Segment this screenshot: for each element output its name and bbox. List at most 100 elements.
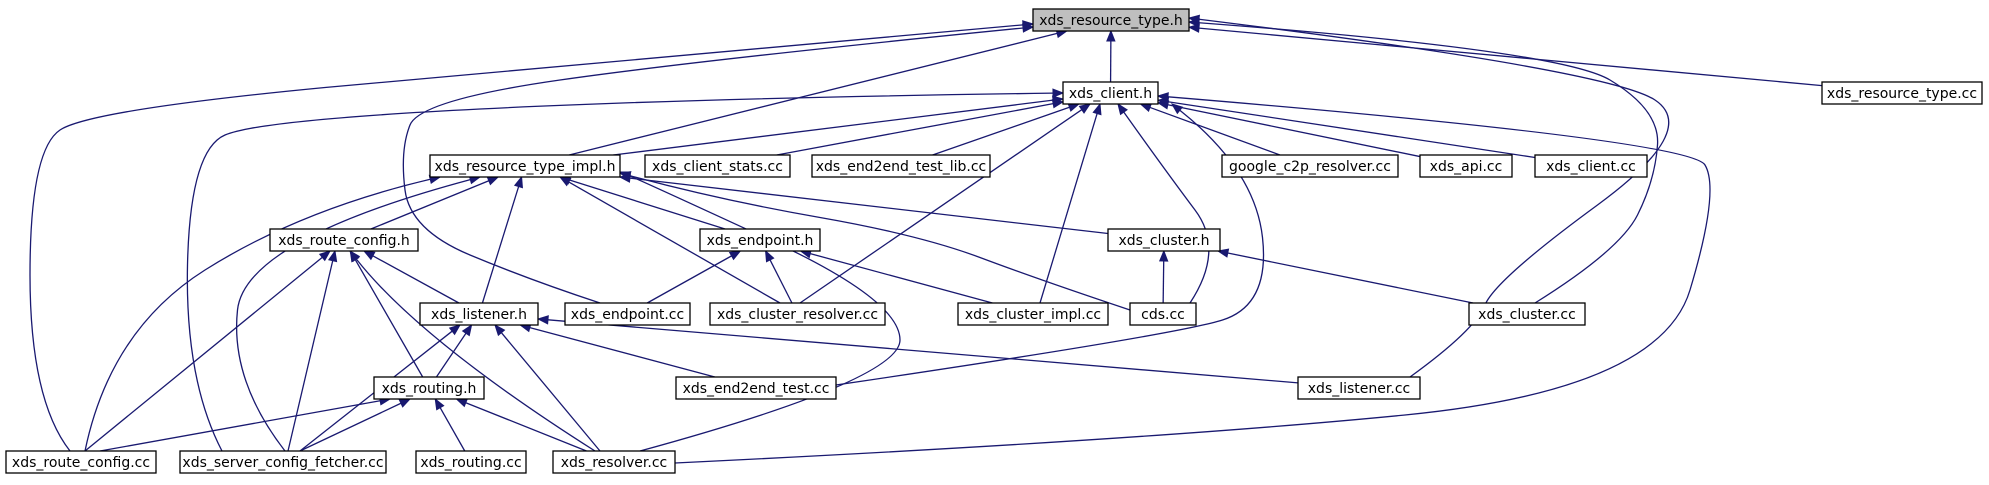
node-box xyxy=(1129,302,1197,326)
node-xds-listener-h[interactable]: xds_listener.h xyxy=(419,302,539,326)
arrowhead-icon xyxy=(486,176,500,186)
edge-line xyxy=(1167,101,1536,159)
arrowhead-icon xyxy=(536,315,549,325)
edge-line xyxy=(186,92,1054,452)
node-label: xds_end2end_test_lib.cc xyxy=(816,159,987,175)
node-xds-cluster-resolver-cc[interactable]: xds_cluster_resolver.cc xyxy=(709,302,886,326)
edge-xds_end2end_test_cc-to-xds_client_h xyxy=(835,103,1265,386)
node-xds-end2end-test-cc[interactable]: xds_end2end_test.cc xyxy=(675,376,837,400)
node-xds-endpoint-cc[interactable]: xds_endpoint.cc xyxy=(564,302,691,326)
arrowhead-icon xyxy=(1187,14,1201,24)
edge-line xyxy=(568,181,781,304)
edge-google_c2p_resolver_cc-to-xds_client_h xyxy=(1139,103,1281,156)
node-xds-resource-type-impl-h[interactable]: xds_resource_type_impl.h xyxy=(429,154,621,178)
edge-xds_server_config_fetcher_cc-to-xds_routing_h xyxy=(299,398,412,452)
edge-line xyxy=(1227,252,1474,304)
edge-xds_cluster_cc-to-xds_cluster_h xyxy=(1216,248,1474,304)
node-box xyxy=(675,376,837,400)
edge-xds_server_config_fetcher_cc-to-xds_route_config_h xyxy=(287,249,338,452)
node-xds-end2end-test-lib-cc[interactable]: xds_end2end_test_lib.cc xyxy=(811,154,991,178)
node-box xyxy=(1221,154,1399,178)
arrowhead-icon xyxy=(618,171,632,181)
node-label: xds_endpoint.cc xyxy=(571,307,684,323)
node-label: xds_client.h xyxy=(1069,86,1152,102)
edge-xds_client_cc-to-xds_client_h xyxy=(1156,97,1536,159)
edge-xds_client_stats_cc-to-xds_client_h xyxy=(776,99,1065,156)
edge-xds_cluster_impl_cc-to-xds_client_h xyxy=(1039,102,1102,304)
edge-line xyxy=(1162,260,1165,304)
node-box xyxy=(564,302,691,326)
arrowhead-icon xyxy=(461,323,473,337)
node-label: xds_server_config_fetcher.cc xyxy=(182,455,383,471)
edge-line xyxy=(629,177,1109,235)
node-box xyxy=(269,228,419,252)
edge-line xyxy=(287,260,334,452)
edge-line xyxy=(354,259,424,378)
edge-cds_cc-to-xds_resource_type_impl_h xyxy=(618,171,1131,311)
edge-line xyxy=(481,186,520,304)
node-xds-resource-type-cc[interactable]: xds_resource_type.cc xyxy=(1821,81,1983,105)
edge-line xyxy=(810,252,993,304)
node-xds-resolver-cc[interactable]: xds_resolver.cc xyxy=(552,450,676,474)
edge-xds_routing_cc-to-xds_routing_h xyxy=(434,397,466,452)
edge-line xyxy=(569,179,726,230)
edge-line xyxy=(402,27,1024,304)
node-label: xds_listener.cc xyxy=(1308,381,1410,397)
node-label: xds_resource_type_impl.h xyxy=(435,159,616,175)
node-xds-resource-type-h[interactable]: xds_resource_type.h xyxy=(1032,8,1190,32)
node-box xyxy=(709,302,886,326)
edge-xds_route_config_cc-to-xds_route_config_h xyxy=(84,250,332,452)
edge-cds_cc-to-xds_cluster_h xyxy=(1158,249,1169,304)
node-cds-cc[interactable]: cds.cc xyxy=(1129,302,1197,326)
node-xds-endpoint-h[interactable]: xds_endpoint.h xyxy=(699,228,821,252)
node-xds-route-config-h[interactable]: xds_route_config.h xyxy=(269,228,419,252)
node-xds-client-stats-cc[interactable]: xds_client_stats.cc xyxy=(644,154,791,178)
node-label: xds_cluster.h xyxy=(1118,233,1209,249)
arrowhead-icon xyxy=(1156,92,1169,102)
node-box xyxy=(419,302,539,326)
node-label: xds_client_stats.cc xyxy=(652,159,783,175)
node-box xyxy=(699,228,821,252)
arrowhead-icon xyxy=(494,323,506,337)
arrowhead-icon xyxy=(318,250,332,262)
edge-xds_api_cc-to-xds_client_h xyxy=(1156,100,1421,158)
node-xds-routing-cc[interactable]: xds_routing.cc xyxy=(415,450,527,474)
edge-xds_resolver_cc-to-xds_client_h xyxy=(674,92,1711,464)
node-xds-api-cc[interactable]: xds_api.cc xyxy=(1419,154,1513,178)
node-label: xds_route_config.cc xyxy=(12,455,150,471)
node-box xyxy=(5,450,157,474)
node-xds-routing-h[interactable]: xds_routing.h xyxy=(373,376,485,400)
node-xds-cluster-impl-cc[interactable]: xds_cluster_impl.cc xyxy=(957,302,1109,326)
node-google-c2p-resolver-cc[interactable]: google_c2p_resolver.cc xyxy=(1221,154,1399,178)
edge-xds_cluster_impl_cc-to-xds_endpoint_h xyxy=(799,249,993,304)
node-box xyxy=(373,376,485,400)
edge-xds_listener_h-to-xds_route_config_h xyxy=(362,250,460,304)
edge-xds_route_config_cc-to-xds_routing_h xyxy=(99,396,392,452)
node-box xyxy=(1419,154,1513,178)
edge-line xyxy=(529,326,715,378)
arrowhead-icon xyxy=(513,175,523,189)
node-xds-cluster-h[interactable]: xds_cluster.h xyxy=(1107,228,1221,252)
edge-line xyxy=(84,256,323,452)
arrowhead-icon xyxy=(398,398,412,408)
edge-xds_endpoint_h-to-xds_resource_type_impl_h xyxy=(558,175,726,230)
node-box xyxy=(415,450,527,474)
node-label: xds_route_config.h xyxy=(278,233,410,249)
edge-xds_cluster_resolver_cc-to-xds_client_h xyxy=(799,103,1092,304)
node-xds-listener-cc[interactable]: xds_listener.cc xyxy=(1297,376,1421,400)
node-xds-server-config-fetcher-cc[interactable]: xds_server_config_fetcher.cc xyxy=(179,450,387,474)
arrowhead-icon xyxy=(1052,88,1065,98)
node-xds-client-h[interactable]: xds_client.h xyxy=(1062,81,1159,105)
node-xds-route-config-cc[interactable]: xds_route_config.cc xyxy=(5,450,157,474)
edge-xds_end2end_test_lib_cc-to-xds_client_h xyxy=(932,102,1081,156)
edge-cds_cc-to-xds_client_h xyxy=(1117,102,1210,304)
edge-line xyxy=(500,332,601,452)
node-xds-cluster-cc[interactable]: xds_cluster.cc xyxy=(1468,302,1586,326)
node-box xyxy=(1062,81,1159,105)
edge-line xyxy=(355,258,596,452)
node-xds-client-cc[interactable]: xds_client.cc xyxy=(1534,154,1648,178)
edge-xds_resolver_cc-to-xds_listener_h xyxy=(494,323,601,452)
arrowhead-icon xyxy=(728,250,742,261)
edge-line xyxy=(1198,27,1823,87)
node-label: xds_cluster_resolver.cc xyxy=(717,307,878,323)
